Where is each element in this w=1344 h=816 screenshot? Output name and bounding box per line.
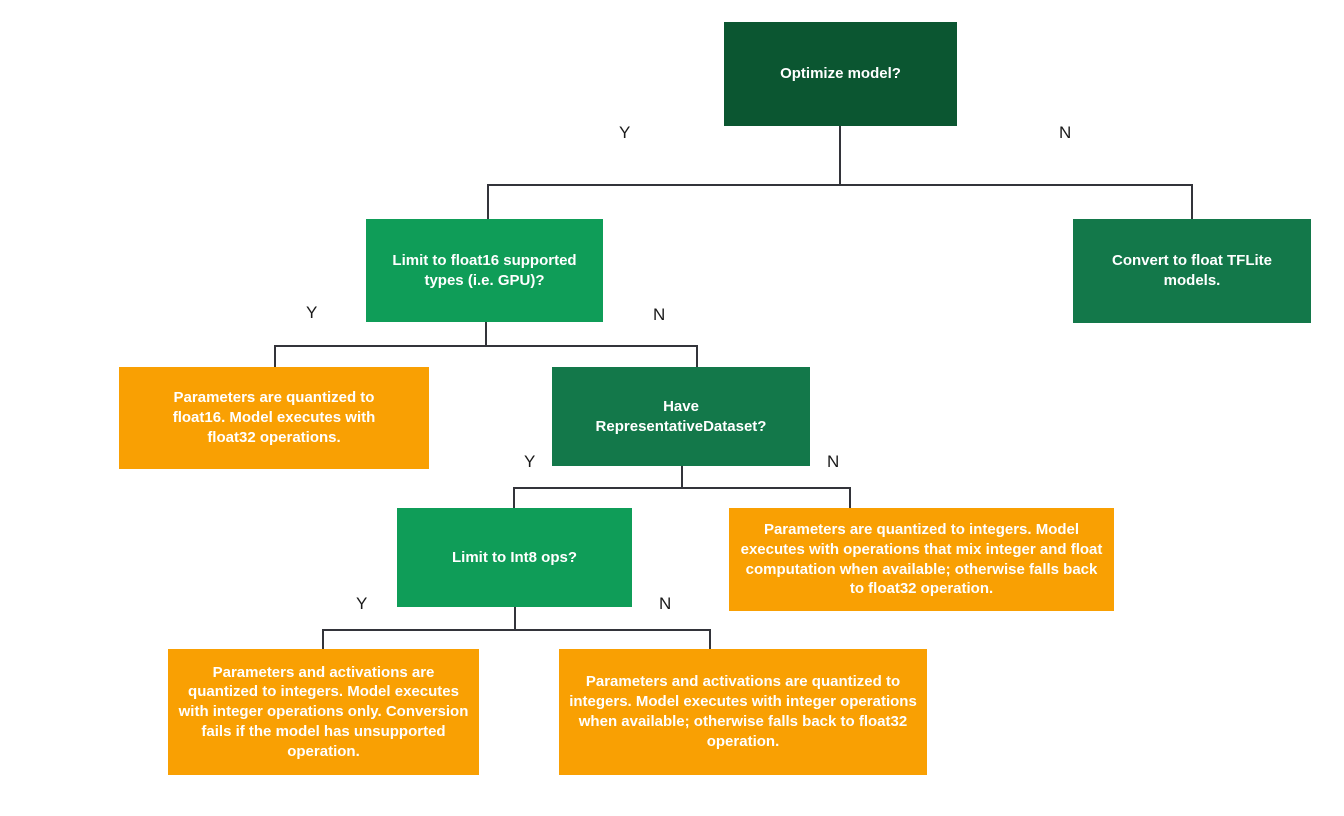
branch-label-optimize-yes: Y (619, 123, 631, 142)
branch-label-optimize-no: N (1059, 123, 1072, 142)
branch-label-int8-yes: Y (356, 594, 368, 613)
edge-int8-yes-drop (322, 629, 324, 649)
branch-label-float16-yes: Y (306, 303, 318, 322)
node-integer-with-fallback[interactable]: Parameters and activations are quantized… (559, 649, 927, 775)
edge-float16-crossbar (274, 345, 698, 347)
edge-int8-stem (514, 607, 516, 630)
edge-int8-no-drop (709, 629, 711, 649)
edge-int8-crossbar (322, 629, 711, 631)
edge-dataset-yes-drop (513, 487, 515, 508)
branch-label-int8-no: N (659, 594, 672, 613)
edge-optimize-crossbar (487, 184, 1193, 186)
node-convert-float-tflite[interactable]: Convert to float TFLite models. (1073, 219, 1311, 323)
edge-optimize-yes-drop (487, 184, 489, 219)
branch-label-dataset-yes: Y (524, 452, 536, 471)
node-limit-int8-ops[interactable]: Limit to Int8 ops? (397, 508, 632, 607)
edge-dataset-no-drop (849, 487, 851, 508)
edge-float16-yes-drop (274, 345, 276, 367)
node-have-representative-dataset[interactable]: Have RepresentativeDataset? (552, 367, 810, 466)
node-mixed-integer-float[interactable]: Parameters are quantized to integers. Mo… (729, 508, 1114, 611)
edge-optimize-stem (839, 126, 841, 185)
node-integer-only[interactable]: Parameters and activations are quantized… (168, 649, 479, 775)
node-limit-float16[interactable]: Limit to float16 supported types (i.e. G… (366, 219, 603, 322)
branch-label-float16-no: N (653, 305, 666, 324)
node-optimize-model[interactable]: Optimize model? (724, 22, 957, 126)
edge-optimize-no-drop (1191, 184, 1193, 219)
node-float16-quantized[interactable]: Parameters are quantized to float16. Mod… (119, 367, 429, 469)
edge-float16-no-drop (696, 345, 698, 367)
edge-dataset-stem (681, 466, 683, 488)
branch-label-dataset-no: N (827, 452, 840, 471)
edge-dataset-crossbar (513, 487, 851, 489)
edge-float16-stem (485, 322, 487, 346)
